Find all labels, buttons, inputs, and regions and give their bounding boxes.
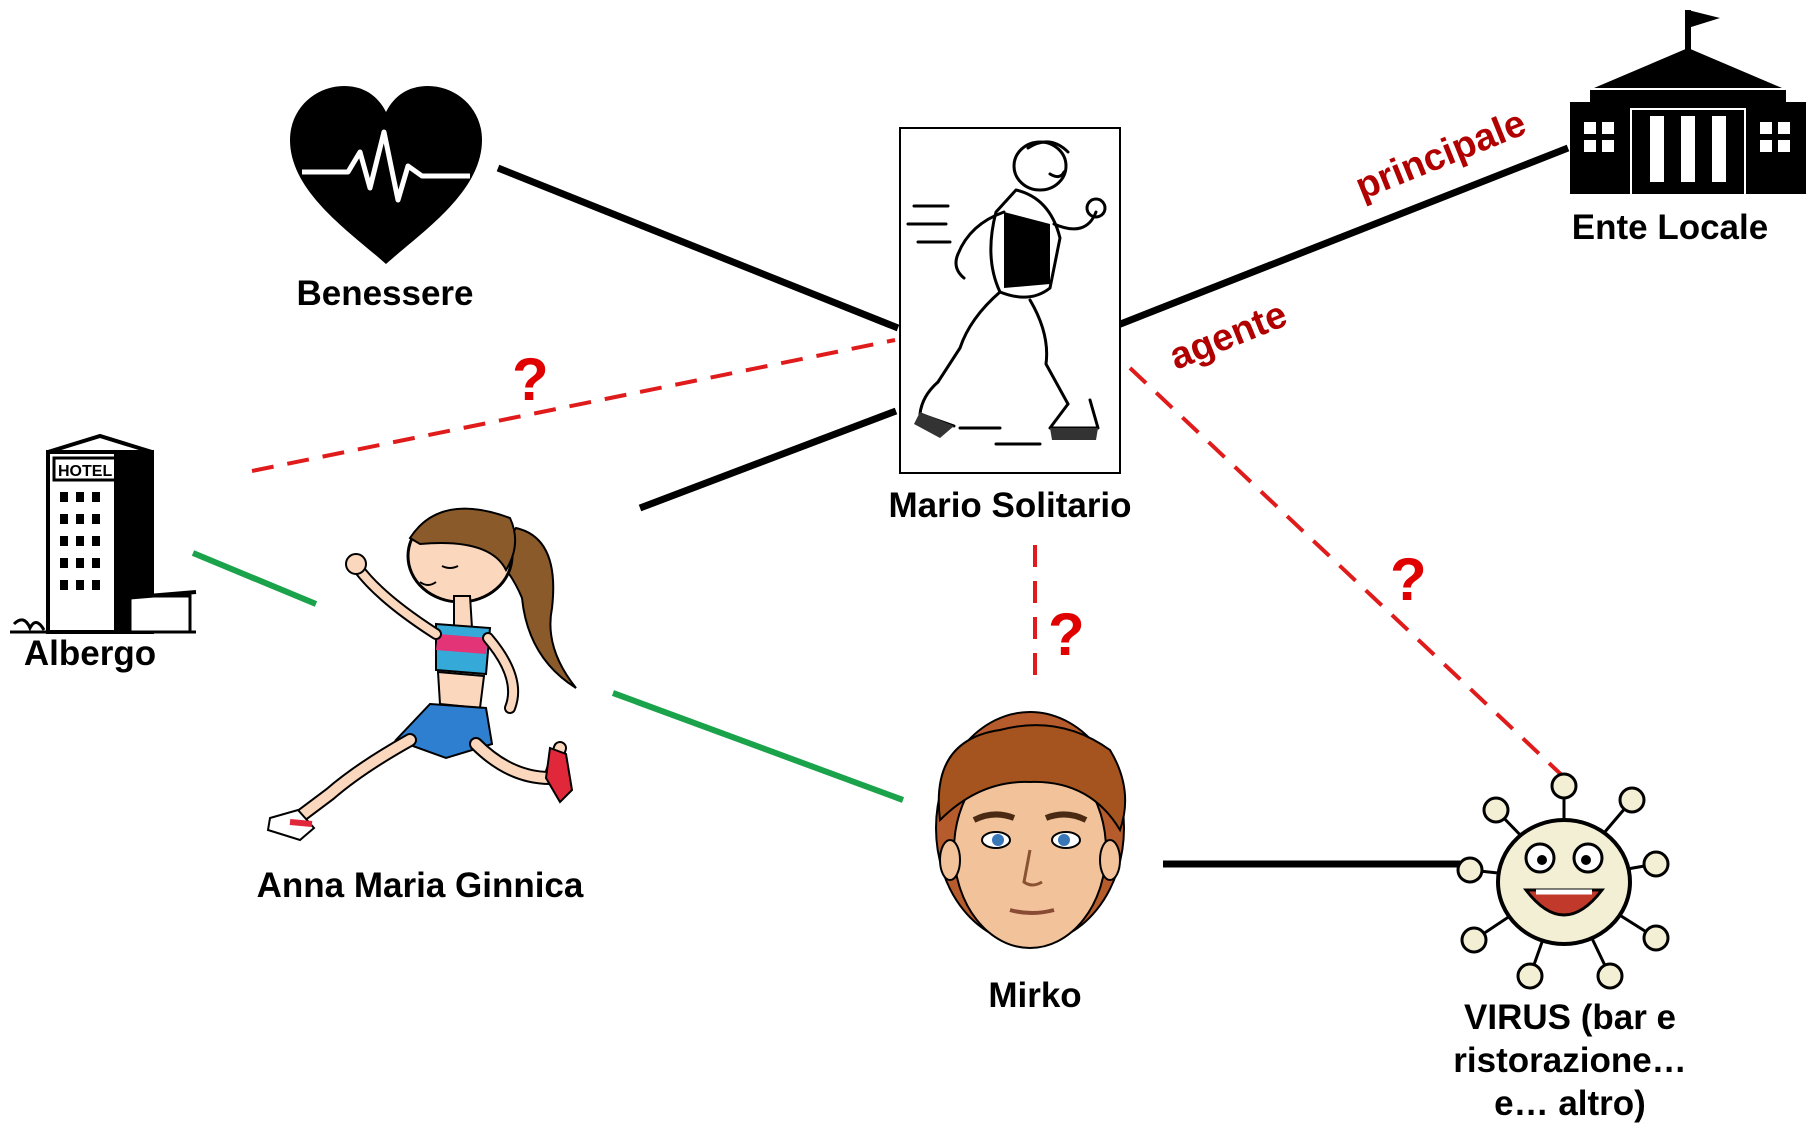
man-face-cartoon (935, 711, 1127, 949)
node-label-virus: VIRUS (bar e ristorazione… e… altro) (1420, 996, 1720, 1125)
town-hall-icon (1570, 10, 1806, 194)
question-mark-albergo-mario: ? (512, 346, 549, 413)
edge-albergo-anna (191, 550, 318, 607)
edge-anna-mirko (611, 690, 905, 803)
question-mark-mario-virus: ? (1390, 546, 1427, 613)
edge-anna-mario (638, 407, 898, 512)
node-label-albergo: Albergo (23, 634, 157, 673)
heart-pulse-icon (290, 86, 482, 264)
node-label-anna-maria-ginnica: Anna Maria Ginnica (256, 866, 584, 905)
hotel-building-icon: HOTEL (10, 433, 197, 634)
edge-mario-ente-locale (1116, 144, 1570, 329)
runner-man-sketch (899, 127, 1121, 474)
node-label-benessere: Benessere (296, 274, 474, 313)
edge-albergo-mario-uncertain (251, 338, 896, 473)
node-label-virus-line-3: e… altro) (1494, 1084, 1646, 1123)
node-label-mario-solitario: Mario Solitario (888, 486, 1132, 525)
edge-benessere-mario (496, 164, 900, 332)
edge-mario-virus-uncertain (1128, 366, 1570, 783)
node-label-mirko: Mirko (988, 976, 1082, 1015)
edge-label-principale: principale (1350, 102, 1532, 208)
virus-cartoon-icon (1456, 772, 1670, 990)
running-woman-cartoon (266, 507, 577, 842)
svg-text:HOTEL: HOTEL (58, 463, 112, 480)
node-label-ente-locale: Ente Locale (1571, 208, 1769, 247)
node-label-virus-line-1: VIRUS (bar e (1464, 998, 1676, 1037)
edge-label-agente: agente (1164, 294, 1293, 379)
edges (191, 144, 1570, 868)
node-label-virus-line-2: ristorazione… (1453, 1041, 1687, 1080)
question-mark-mario-mirko: ? (1048, 601, 1085, 668)
